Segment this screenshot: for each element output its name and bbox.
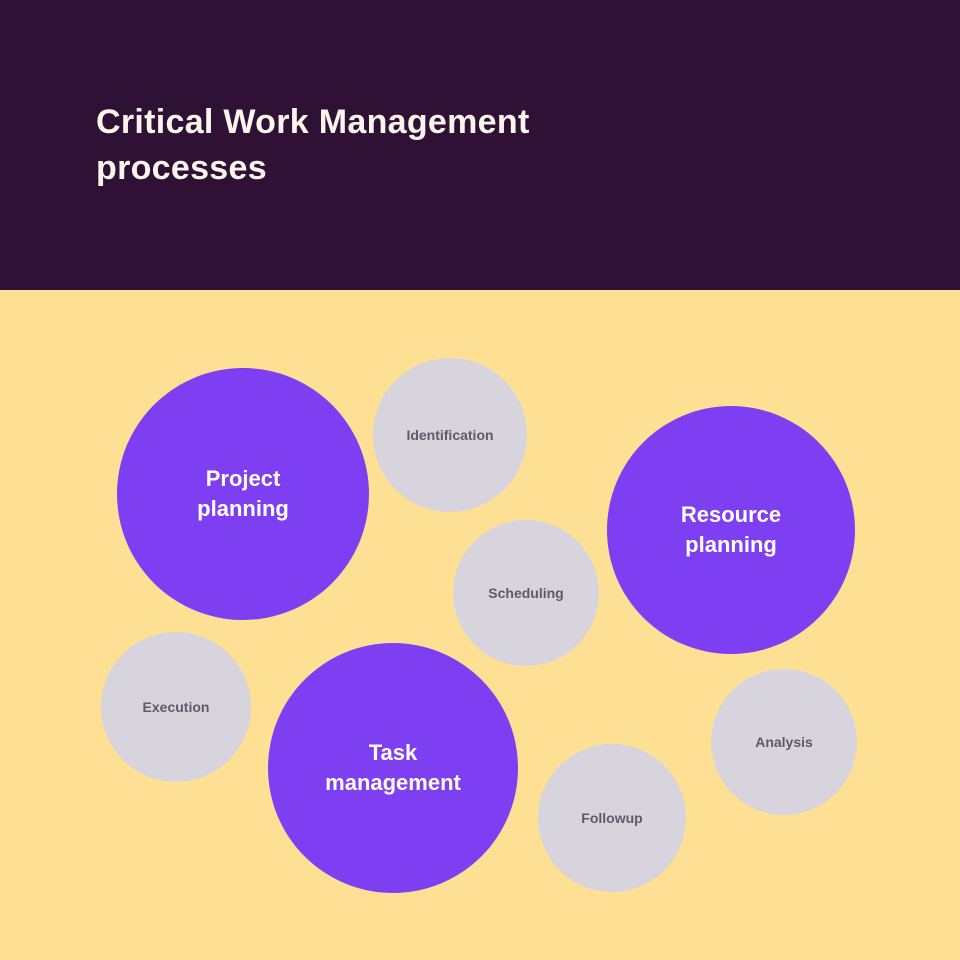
- bubble-task-management: Task management: [268, 643, 518, 893]
- bubble-identification: Identification: [373, 358, 527, 512]
- bubble-label: Execution: [142, 698, 210, 715]
- bubble-label: Analysis: [755, 733, 813, 750]
- bubble-project-planning: Project planning: [117, 368, 369, 620]
- bubble-label: Followup: [581, 809, 643, 826]
- page-title: Critical Work Management processes: [96, 103, 530, 187]
- bubble-execution: Execution: [101, 632, 251, 782]
- bubble-label: Resource planning: [680, 502, 782, 557]
- bubble-label: Scheduling: [488, 584, 564, 601]
- bubble-scheduling: Scheduling: [453, 520, 599, 666]
- bubble-label: Project planning: [197, 466, 289, 521]
- bubble-resource-planning: Resource planning: [607, 406, 855, 654]
- bubble-label: Task management: [325, 740, 461, 795]
- bubble-followup: Followup: [538, 744, 686, 892]
- bubble-label: Identification: [406, 426, 494, 443]
- header-band: Critical Work Management processes: [0, 0, 960, 290]
- bubble-analysis: Analysis: [711, 669, 857, 815]
